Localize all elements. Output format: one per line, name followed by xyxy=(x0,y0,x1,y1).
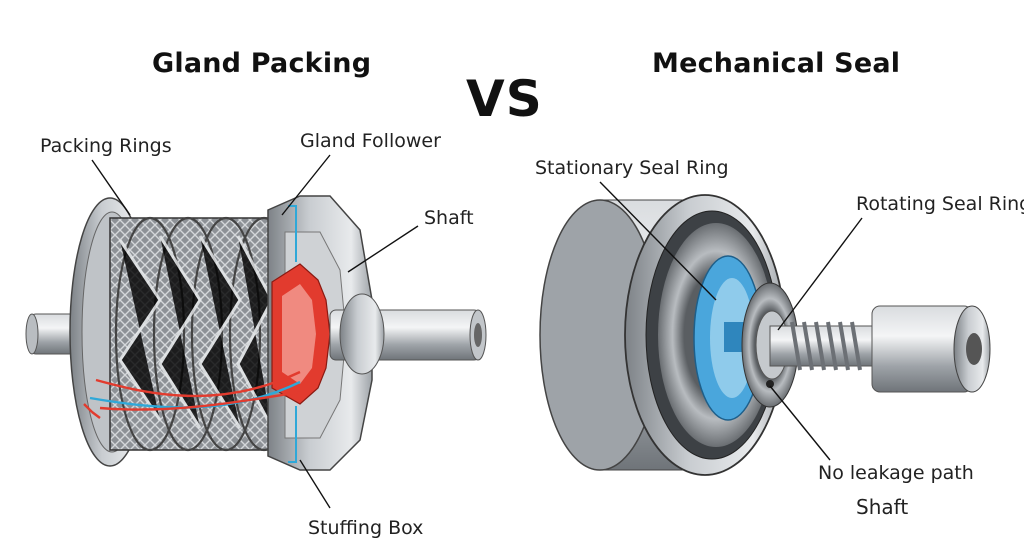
no-leak-point xyxy=(766,380,774,388)
leader-rotating-seal-ring xyxy=(777,217,863,331)
rotating-seal-ring-label: Rotating Seal Ring xyxy=(856,193,1024,215)
leader-stationary-seal-ring xyxy=(599,181,717,301)
seal-shaft-bore xyxy=(966,333,982,365)
leader-stuffing-box xyxy=(299,459,331,509)
packing-rings-label: Packing Rings xyxy=(40,135,172,157)
seal-spring xyxy=(790,321,862,371)
gland-cooling-lines xyxy=(288,205,297,463)
mechanical-seal-illustration xyxy=(539,194,991,476)
packing-ring-outlines xyxy=(114,216,300,452)
gland-packing-title: Gland Packing xyxy=(152,48,372,79)
no-leakage-path-label: No leakage path xyxy=(818,462,974,484)
left-shaft-end xyxy=(25,313,39,355)
shaft-collar xyxy=(339,293,385,375)
leader-lines xyxy=(91,154,863,509)
leader-shaft-left xyxy=(347,225,419,273)
seal-shaft xyxy=(769,325,881,367)
gland-follower-label: Gland Follower xyxy=(300,130,441,152)
leader-no-leakage-path xyxy=(769,385,831,461)
mechanical-seal-title: Mechanical Seal xyxy=(652,48,901,79)
leader-gland-follower xyxy=(281,154,331,216)
shaft-bore xyxy=(474,323,482,347)
gland-follower-inner xyxy=(282,284,316,384)
shaft-label-left: Shaft xyxy=(424,207,474,229)
stuffing-box-label: Stuffing Box xyxy=(308,517,424,539)
braid-strands xyxy=(118,235,274,429)
leader-packing-rings xyxy=(91,159,131,216)
leakage-path xyxy=(83,370,301,419)
stationary-seal-ring-label: Stationary Seal Ring xyxy=(535,157,729,179)
shaft-label-right: Shaft xyxy=(856,495,909,519)
gland-packing-illustration xyxy=(25,195,487,471)
vs-label: VS xyxy=(466,70,543,128)
